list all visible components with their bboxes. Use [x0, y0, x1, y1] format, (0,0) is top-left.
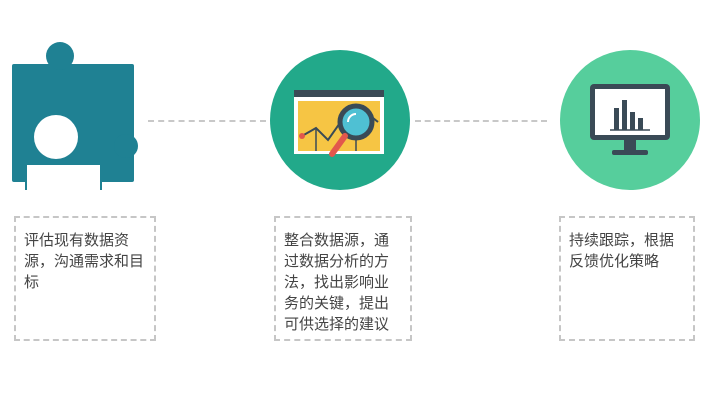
puzzle-person-icon	[12, 42, 138, 190]
step-1-text-box: 评估现有数据资源，沟通需求和目标	[14, 216, 156, 341]
chart-magnifier-icon	[270, 50, 410, 190]
step-1-text: 评估现有数据资源，沟通需求和目标	[24, 231, 145, 291]
connector-line-2	[415, 120, 547, 122]
connector-line-1	[148, 120, 266, 122]
monitor-bar-chart-icon	[560, 50, 700, 190]
step-2-text: 整合数据源，通过数据分析的方法，找出影响业务的关键，提出可供选择的建议	[284, 231, 390, 333]
step-3-text: 持续跟踪，根据反馈优化策略	[569, 231, 675, 270]
step-3-text-box: 持续跟踪，根据反馈优化策略	[559, 216, 695, 341]
step-2-text-box: 整合数据源，通过数据分析的方法，找出影响业务的关键，提出可供选择的建议	[274, 216, 412, 341]
